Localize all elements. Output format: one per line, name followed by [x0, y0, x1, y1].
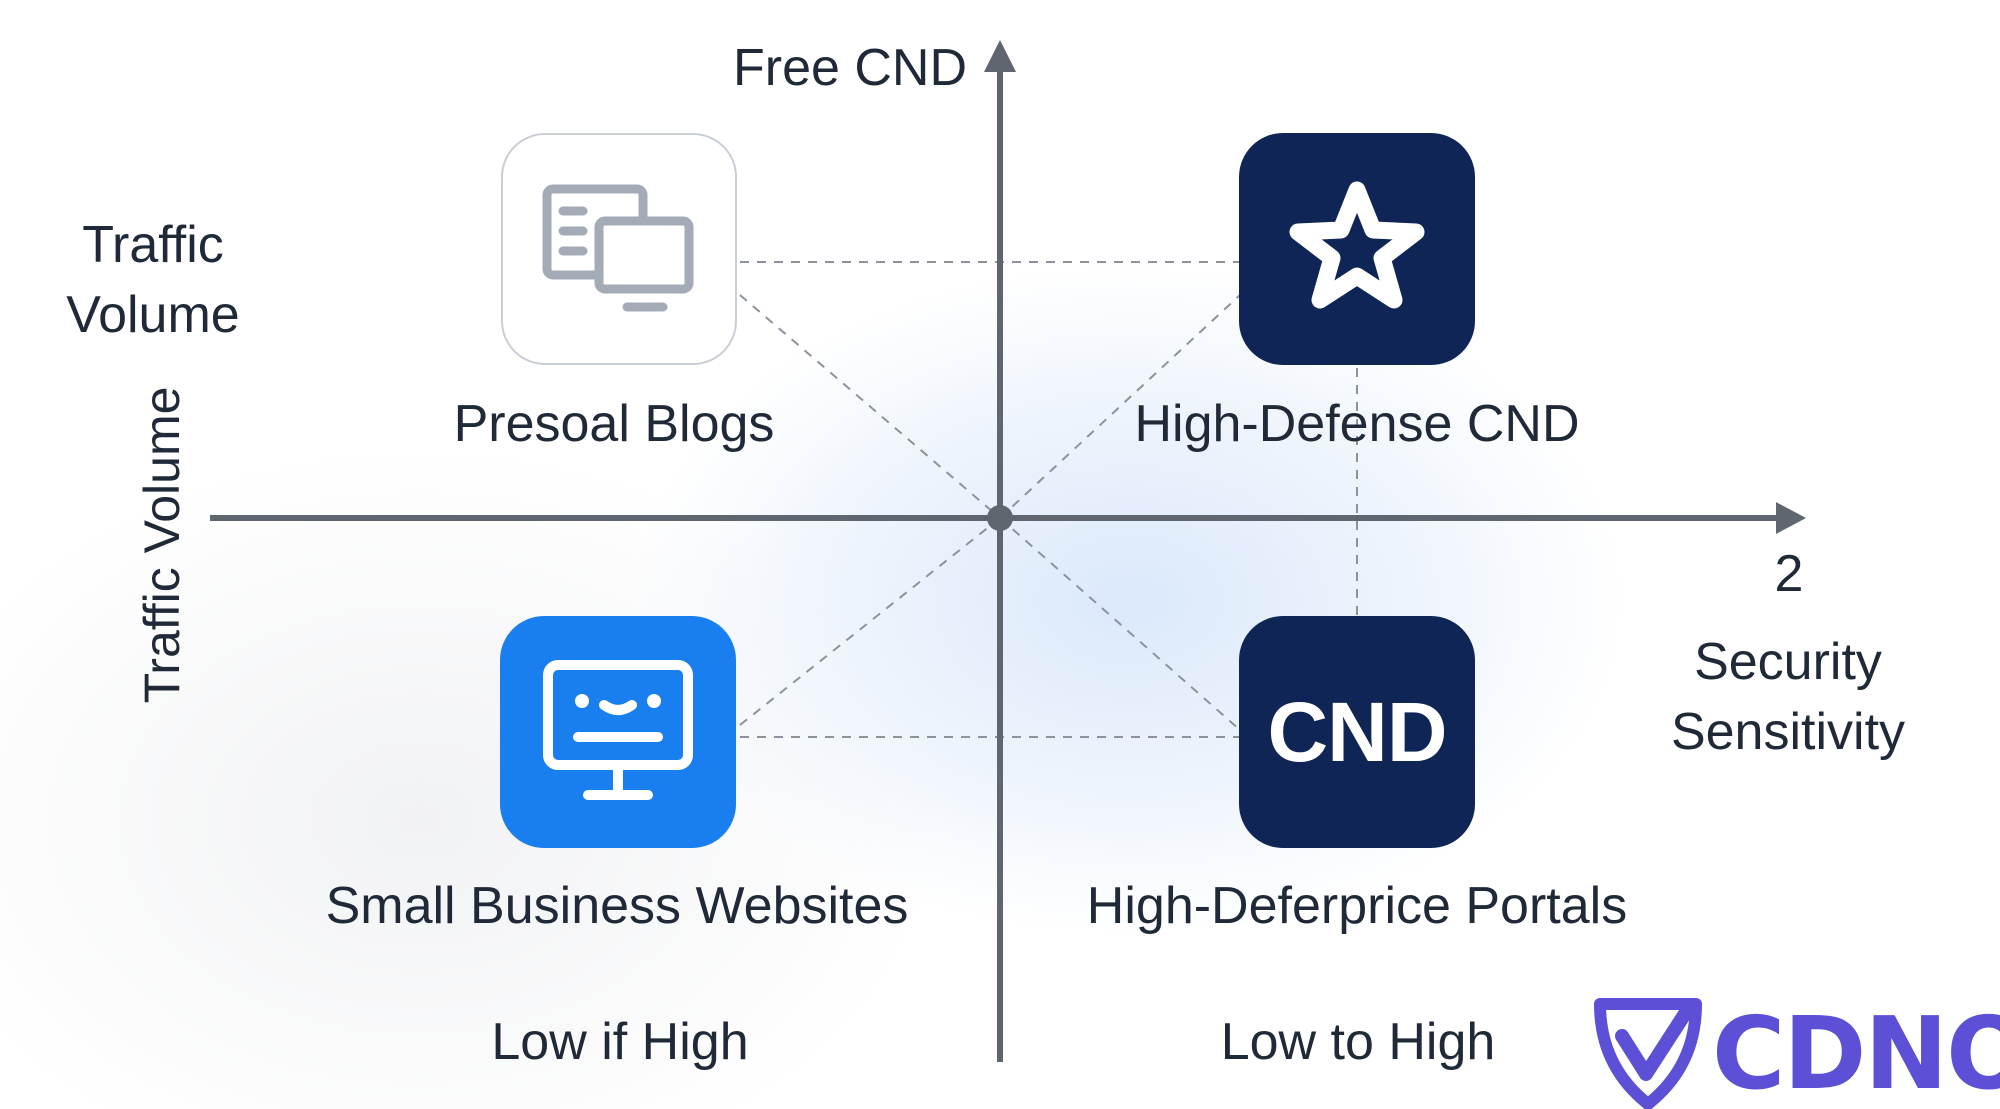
guide-diag-br [999, 517, 1241, 731]
axes [210, 40, 1806, 1062]
y-axis-rotated-label: Traffic Volume [134, 386, 190, 704]
bottom-caption-right: Low to High [1220, 1013, 1496, 1071]
cdno-logo: CDNO [1592, 996, 2000, 1109]
devices-icon [542, 184, 694, 312]
cnd-tile: CND [1239, 616, 1475, 848]
guide-diag-tr [999, 294, 1241, 519]
small-business-label: Small Business Websites [325, 877, 909, 935]
high-defense-cnd-label: High-Defense CND [1134, 395, 1580, 453]
high-defense-cnd-tile [1239, 133, 1475, 365]
y-axis-left-label: Traffic Volume [66, 216, 240, 344]
guide-diag-bl [739, 517, 1001, 726]
x-axis-label: Security Sensitivity [1670, 633, 1906, 761]
presoal-blogs-tile [501, 133, 737, 365]
logo-wordmark: CDNO [1712, 996, 2000, 1109]
guide-lines [739, 261, 1358, 738]
high-deferprice-portals-label: High-Deferprice Portals [1086, 877, 1628, 935]
x-axis-tick: 2 [1774, 545, 1804, 603]
y-axis-top-label: Free CND [733, 39, 968, 97]
origin-dot [987, 505, 1013, 531]
shield-check-icon [1594, 998, 1702, 1109]
star-icon [1289, 181, 1425, 309]
small-business-tile [500, 616, 736, 848]
y-axis-arrow [984, 40, 1016, 72]
smiling-monitor-icon [543, 660, 693, 800]
bottom-caption-left: Low if High [491, 1013, 749, 1071]
cnd-tile-text: CND [1267, 684, 1448, 779]
presoal-blogs-label: Presoal Blogs [453, 395, 775, 453]
x-axis-arrow [1776, 502, 1806, 534]
guide-diag-tl [739, 294, 1001, 519]
